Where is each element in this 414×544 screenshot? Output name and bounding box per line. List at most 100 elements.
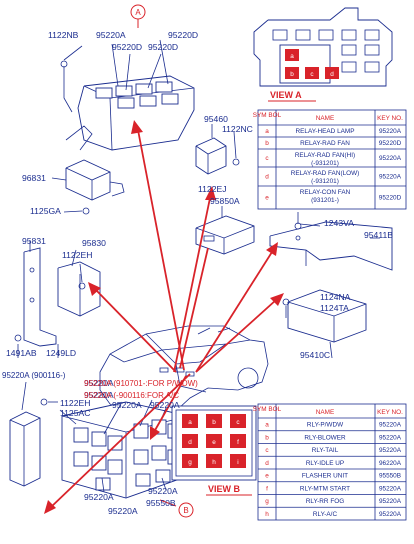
table-b-name-cell: RLY-BLOWER bbox=[304, 434, 346, 441]
table-b-name-cell: FLASHER UNIT bbox=[302, 473, 348, 480]
table-b-key-cell: 95220A bbox=[379, 447, 402, 454]
relay-95460 bbox=[195, 137, 240, 175]
view-b-title: VIEW B bbox=[208, 484, 241, 494]
table-b-key-cell: 95550B bbox=[379, 473, 401, 480]
table-a-name-cell: RELAY-CON FAN bbox=[300, 189, 351, 196]
view-b-cell-label: f bbox=[237, 439, 239, 446]
table-b-symbol-cell: e bbox=[265, 473, 269, 480]
view-b-cell-label: g bbox=[188, 459, 192, 466]
table-a-name-cell: RELAY-HEAD LAMP bbox=[296, 128, 355, 135]
label-1124ta: 1124TA bbox=[320, 303, 349, 313]
label-1491ab: 1491AB bbox=[6, 348, 37, 358]
relay-96831 bbox=[65, 159, 125, 215]
table-a-symbol-cell: a bbox=[265, 128, 269, 135]
view-a-drawing: a b c d bbox=[253, 7, 393, 87]
view-a-cell-b: b bbox=[290, 71, 294, 78]
view-a-cell-a: a bbox=[290, 53, 294, 60]
table-b-name-cell: RLY-RR FOG bbox=[306, 498, 344, 505]
note-ac: 95220A (-900116:FOR A/C bbox=[84, 391, 179, 400]
table-b-key-cell: 95220A bbox=[379, 485, 402, 492]
view-b-cell-label: a bbox=[188, 419, 192, 426]
table-b-key-cell: 95220A bbox=[379, 511, 402, 518]
view-a-cell-c: c bbox=[310, 71, 314, 78]
table-b-header-key: KEY NO. bbox=[377, 409, 403, 416]
view-b-cell bbox=[206, 454, 222, 468]
label-95831: 95831 bbox=[22, 236, 46, 246]
table-b-symbol-cell: h bbox=[265, 511, 269, 518]
label-96831: 96831 bbox=[22, 173, 46, 183]
label-1122eh-mid: 1122EH bbox=[62, 250, 92, 260]
label-95220a-b2: 95220A bbox=[148, 486, 178, 496]
table-a-symbol-cell: b bbox=[265, 140, 269, 147]
table-a-name-cell-sub: (-931201) bbox=[311, 178, 339, 185]
label-1122nc: 1122NC bbox=[222, 124, 253, 134]
label-95220a-r1: 95220A bbox=[112, 400, 142, 410]
label-1122eh-low: 1122EH bbox=[60, 398, 90, 408]
table-a-name-cell: RELAY-RAD FAN(LOW) bbox=[291, 170, 360, 177]
view-b-cell bbox=[182, 454, 198, 468]
view-b-cell bbox=[182, 434, 198, 448]
table-b-key-cell: 96220A bbox=[379, 460, 402, 467]
table-a-header-key: KEY NO. bbox=[377, 115, 403, 122]
callout-a-letter: A bbox=[135, 8, 141, 17]
table-b-name-cell: RLY-P/WDW bbox=[307, 422, 344, 429]
label-1125ga: 1125GA bbox=[30, 206, 61, 216]
table-a-name-cell-sub: (931201-) bbox=[311, 197, 339, 204]
table-b-symbol-cell: b bbox=[265, 434, 269, 441]
view-b-cell bbox=[230, 454, 246, 468]
label-1249ld: 1249LD bbox=[46, 348, 76, 358]
view-a-cell-d: d bbox=[330, 71, 334, 78]
table-b-key-cell: 95220A bbox=[379, 498, 402, 505]
table-a-symbol-cell: d bbox=[265, 174, 269, 181]
relay-box-top bbox=[60, 60, 195, 151]
table-a-header-name: NAME bbox=[316, 115, 334, 122]
label-95220a-top: 95220A bbox=[96, 30, 126, 40]
view-b-cell-label: i bbox=[237, 459, 238, 466]
label-1124na: 1124NA bbox=[320, 292, 351, 302]
label-95220a-b3: 95220A bbox=[108, 506, 138, 516]
table-a-key-cell: 95220D bbox=[379, 140, 402, 147]
view-b-cell-label: e bbox=[212, 439, 216, 446]
red-notes: 95220A (900116-) 95220A (910701-:FOR P/W… bbox=[2, 371, 198, 400]
note-pwdw: 95220A (910701-:FOR P/WDW) bbox=[84, 379, 198, 388]
view-b-cell bbox=[182, 414, 198, 428]
module-95410c bbox=[282, 289, 367, 343]
table-b-symbol-cell: a bbox=[265, 422, 269, 429]
label-95220d-2: 95220D bbox=[112, 42, 142, 52]
bracket-95411b bbox=[269, 221, 393, 271]
label-95550b: 95550B bbox=[146, 498, 176, 508]
view-b-cell bbox=[206, 414, 222, 428]
view-b-cell bbox=[230, 414, 246, 428]
table-b-header-name: NAME bbox=[316, 409, 334, 416]
table-b-name-cell: RLY-MTM START bbox=[300, 485, 350, 492]
view-b-cell bbox=[206, 434, 222, 448]
view-a-title: VIEW A bbox=[270, 90, 302, 100]
table-a-key-cell: 95220A bbox=[379, 174, 402, 181]
red-arrows bbox=[44, 120, 284, 514]
table-b-key-cell: 95220A bbox=[379, 422, 402, 429]
table-a-symbol-cell: e bbox=[265, 195, 269, 202]
label-95460: 95460 bbox=[204, 114, 228, 124]
table-b-name-cell: RLY-TAIL bbox=[312, 447, 339, 454]
label-95220a-r2: 95220A bbox=[150, 400, 180, 410]
table-a-name-cell: RELAY-RAD FAN bbox=[300, 140, 350, 147]
label-1243va: 1243VA bbox=[324, 218, 354, 228]
label-95830: 95830 bbox=[82, 238, 106, 248]
table-b-symbol-cell: f bbox=[266, 485, 268, 492]
table-b-name-cell: RLY-A/C bbox=[313, 511, 338, 518]
label-95220a-b1: 95220A bbox=[84, 492, 114, 502]
table-b-symbol-cell: g bbox=[265, 498, 269, 505]
part-labels: 1122NB 95220A 95220D 95220D 95220D 95460… bbox=[6, 30, 393, 516]
view-b-cell-label: b bbox=[212, 419, 216, 426]
note-900116: 95220A (900116-) bbox=[2, 371, 66, 380]
view-b-cell-label: d bbox=[188, 439, 192, 446]
label-1122ej: 1122EJ bbox=[198, 184, 227, 194]
label-95850a: 95850A bbox=[210, 196, 240, 206]
table-a-key-cell: 95220A bbox=[379, 128, 402, 135]
table-a-name-cell-sub: (-931201) bbox=[311, 160, 339, 167]
label-1122nb: 1122NB bbox=[48, 30, 79, 40]
